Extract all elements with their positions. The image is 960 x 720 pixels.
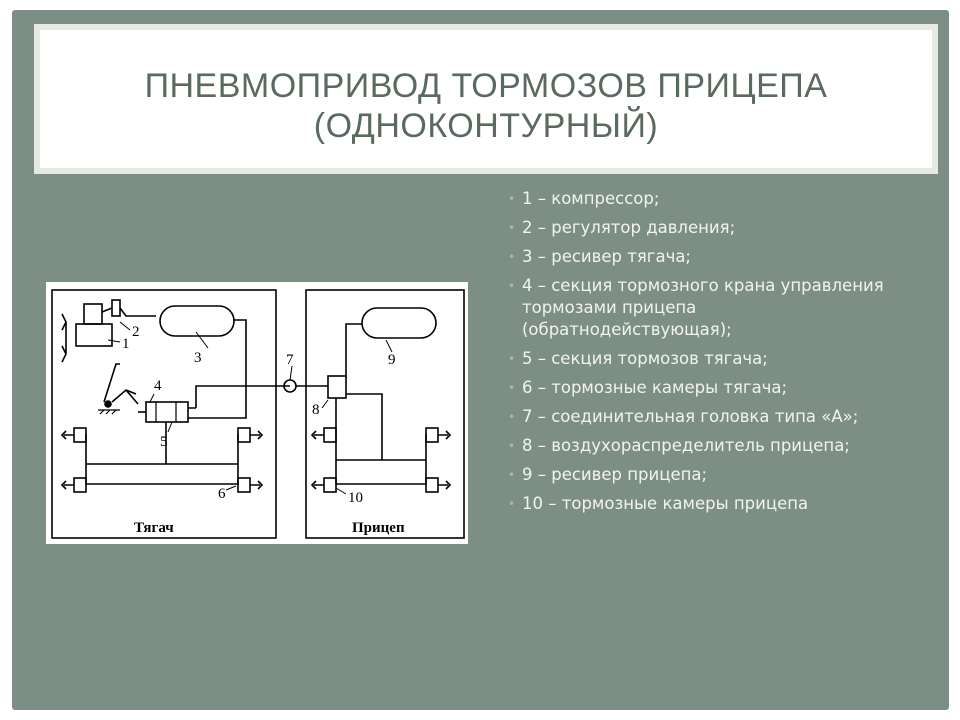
label-2: 2: [132, 324, 140, 340]
trailer-axle-lines: [335, 398, 427, 485]
trailer-brake-chamber: [310, 427, 337, 443]
compressor-drive: [61, 313, 67, 363]
title-line-1: ПНЕВМОПРИВОД ТОРМОЗОВ ПРИЦЕПА: [144, 67, 828, 105]
label-5: 5: [160, 434, 168, 450]
trailer-receiver: [361, 307, 437, 339]
legend-item: 4 – секция тормозного крана управления т…: [508, 275, 908, 341]
brake-schematic: 1 2 3 4 5 6 7 8 9 10 Тягач Прицеп: [46, 282, 468, 544]
trailer-brake-chamber: [425, 477, 452, 493]
air-distributor: [327, 375, 347, 399]
pedal-ground: [98, 409, 120, 415]
label-4: 4: [154, 378, 162, 394]
label-6: 6: [218, 486, 226, 502]
trailer-label: Прицеп: [352, 520, 405, 536]
pedal-pivot: [104, 400, 112, 408]
tractor-receiver: [159, 305, 235, 337]
label-1: 1: [122, 336, 130, 352]
pedal-link: [125, 389, 139, 405]
valve-outlets: [188, 407, 196, 419]
tractor-brake-lines: [86, 422, 238, 465]
tractor-frame: [51, 289, 277, 539]
compressor: [75, 323, 113, 347]
pressure-regulator: [111, 299, 121, 317]
legend-item: 8 – воздухораспределитель прицепа;: [508, 435, 908, 457]
control-line: [195, 385, 290, 408]
line-receiver-to-valve: [196, 319, 247, 419]
tractor-axle-lines: [85, 434, 239, 485]
legend-item: 1 – компрессор;: [508, 188, 908, 210]
tractor-brake-chamber: [60, 427, 87, 443]
line-distributor-out: [346, 393, 383, 460]
brake-valve: [145, 401, 189, 423]
legend-list: 1 – компрессор; 2 – регулятор давления; …: [508, 188, 908, 522]
legend-item: 5 – секция тормозов тягача;: [508, 348, 908, 370]
tractor-brake-chamber: [237, 427, 264, 443]
legend-item: 2 – регулятор давления;: [508, 217, 908, 239]
label-9: 9: [388, 352, 396, 368]
line-regulator: [101, 307, 156, 317]
tractor-brake-chamber: [237, 477, 264, 493]
label-7: 7: [286, 352, 294, 368]
legend-item: 6 – тормозные камеры тягача;: [508, 377, 908, 399]
title-line-2: (ОДНОКОНТУРНЫЙ): [313, 107, 659, 145]
trailer-brake-chamber: [425, 427, 452, 443]
line-receiver-to-distributor: [345, 323, 362, 378]
legend-item: 10 – тормозные камеры прицепа: [508, 493, 908, 515]
legend-item: 3 – ресивер тягача;: [508, 246, 908, 268]
slide-title: ПНЕВМОПРИВОД ТОРМОЗОВ ПРИЦЕПА (ОДНОКОНТУ…: [40, 66, 932, 146]
trailer-brake-chamber: [310, 477, 337, 493]
leader-lines: [107, 321, 393, 495]
legend-item: 9 – ресивер прицепа;: [508, 464, 908, 486]
trailer-frame: [305, 289, 465, 539]
label-8: 8: [312, 402, 320, 418]
legend-item: 7 – соединительная головка типа «А»;: [508, 406, 908, 428]
brake-valve-sections: [155, 402, 177, 422]
title-box: ПНЕВМОПРИВОД ТОРМОЗОВ ПРИЦЕПА (ОДНОКОНТУ…: [34, 24, 938, 174]
tractor-label: Тягач: [134, 520, 174, 536]
label-3: 3: [194, 350, 202, 366]
tractor-brake-chamber: [60, 477, 87, 493]
label-10: 10: [348, 490, 363, 506]
compressor-top: [83, 303, 103, 325]
